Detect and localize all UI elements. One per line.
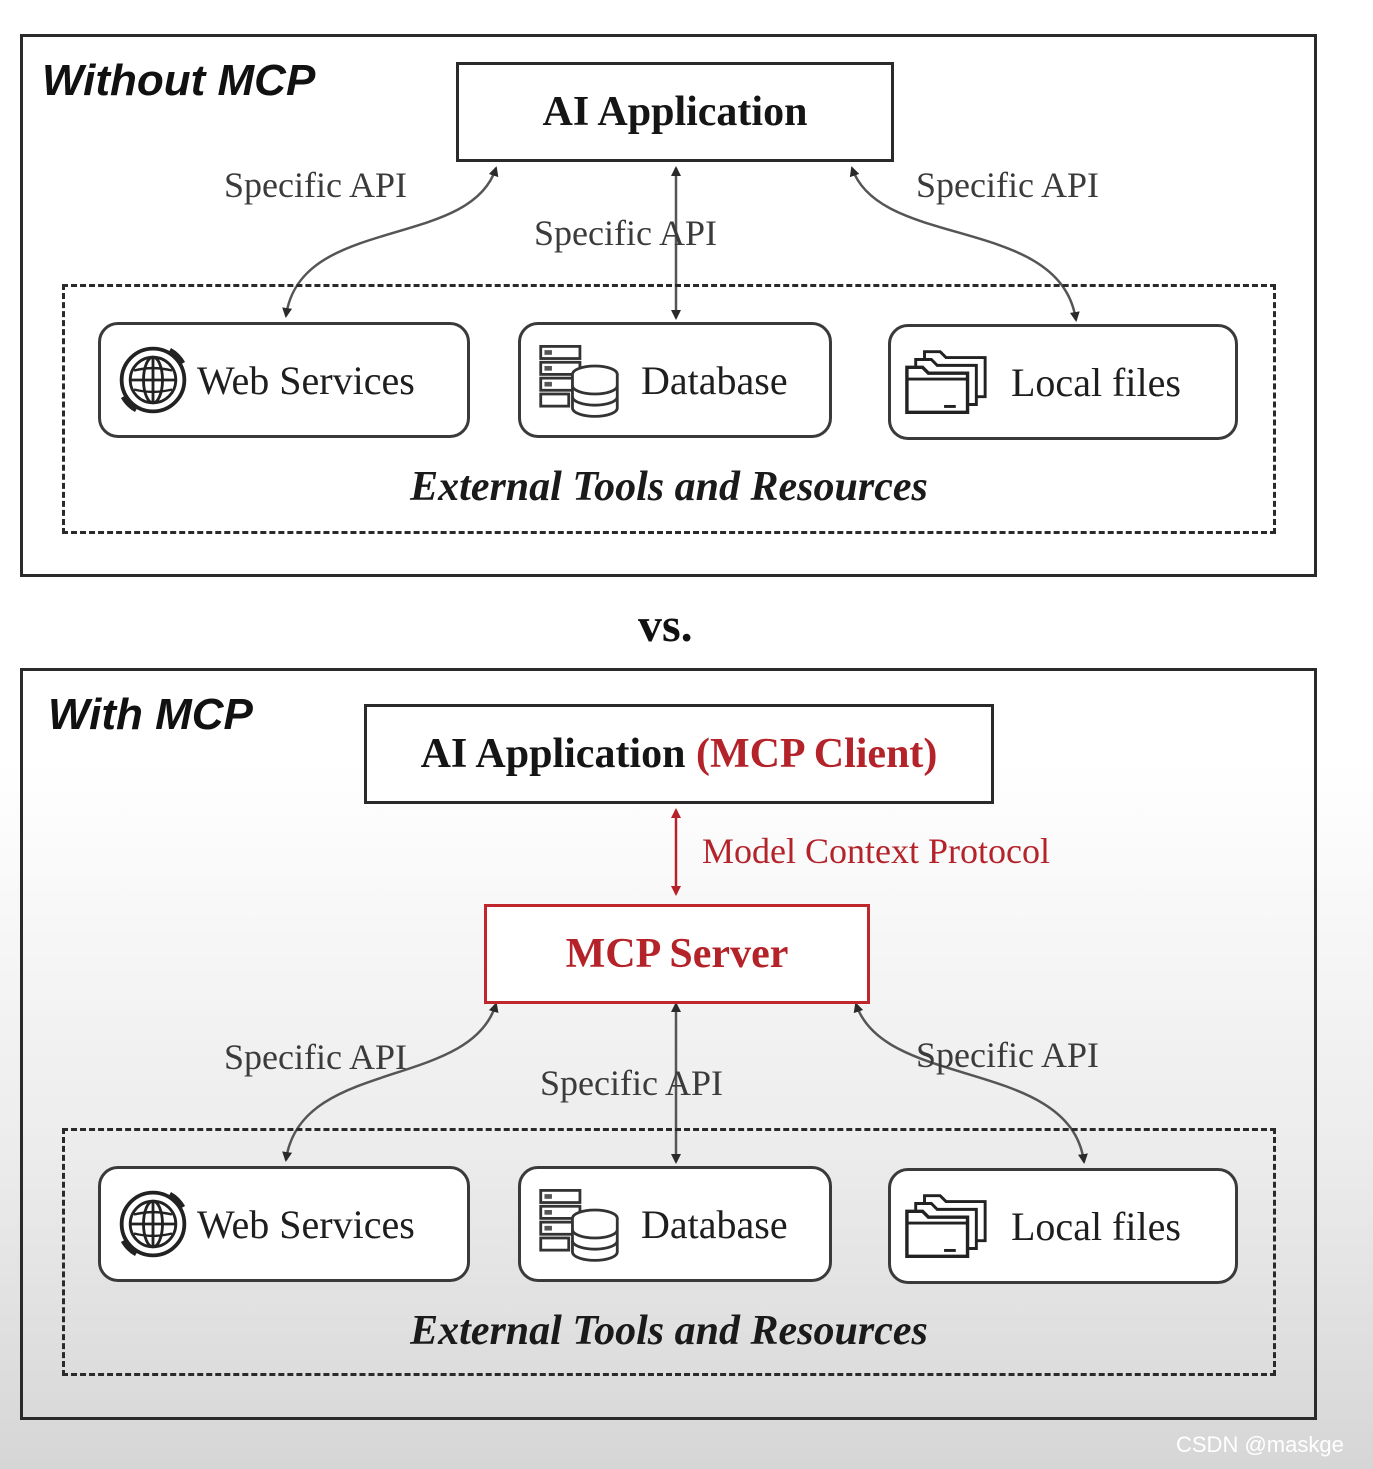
globe-icon bbox=[115, 1186, 191, 1262]
watermark: CSDN @maskge bbox=[1176, 1432, 1344, 1457]
connector-web-services bbox=[282, 1002, 499, 1162]
connector-local-files bbox=[853, 1002, 1088, 1164]
external-tools-label: External Tools and Resources bbox=[410, 464, 928, 510]
without-mcp-panel bbox=[20, 34, 1317, 577]
with-mcp-title: With MCP bbox=[48, 690, 253, 739]
database-box: Database bbox=[518, 322, 832, 438]
database-label: Database bbox=[641, 357, 788, 403]
connector-web-services bbox=[282, 166, 499, 318]
external-tools-group: External Tools and Resources bbox=[62, 284, 1276, 534]
specific-api-label-right: Specific API bbox=[916, 165, 1099, 205]
external-tools-label: External Tools and Resources bbox=[410, 1308, 928, 1354]
specific-api-label-center: Specific API bbox=[534, 213, 717, 253]
web-services-label: Web Services bbox=[197, 357, 415, 403]
with-mcp-panel bbox=[20, 668, 1317, 1420]
external-tools-group: External Tools and Resources bbox=[62, 1128, 1276, 1376]
without-mcp-title: Without MCP bbox=[42, 56, 316, 105]
specific-api-label-left: Specific API bbox=[224, 1037, 407, 1077]
database-icon bbox=[537, 1186, 621, 1262]
mcp-client-label: (MCP Client) bbox=[695, 731, 938, 777]
model-context-protocol-label: Model Context Protocol bbox=[702, 831, 1050, 871]
database-label: Database bbox=[641, 1201, 788, 1247]
folder-icon bbox=[903, 1191, 991, 1261]
specific-api-label-center: Specific API bbox=[540, 1063, 723, 1103]
local-files-box: Local files bbox=[888, 1168, 1238, 1284]
local-files-label: Local files bbox=[1011, 1203, 1181, 1249]
web-services-box: Web Services bbox=[98, 1166, 470, 1282]
local-files-box: Local files bbox=[888, 324, 1238, 440]
database-box: Database bbox=[518, 1166, 832, 1282]
ai-application-label: AI Application bbox=[420, 731, 686, 777]
vs-label: vs. bbox=[638, 599, 693, 652]
web-services-label: Web Services bbox=[197, 1201, 415, 1247]
ai-application-box: AI Application bbox=[456, 62, 894, 162]
specific-api-label-right: Specific API bbox=[916, 1035, 1099, 1075]
local-files-label: Local files bbox=[1011, 359, 1181, 405]
web-services-box: Web Services bbox=[98, 322, 470, 438]
specific-api-label-left: Specific API bbox=[224, 165, 407, 205]
ai-application-client-box: AI Application (MCP Client) bbox=[364, 704, 994, 804]
mcp-server-box: MCP Server bbox=[484, 904, 870, 1004]
